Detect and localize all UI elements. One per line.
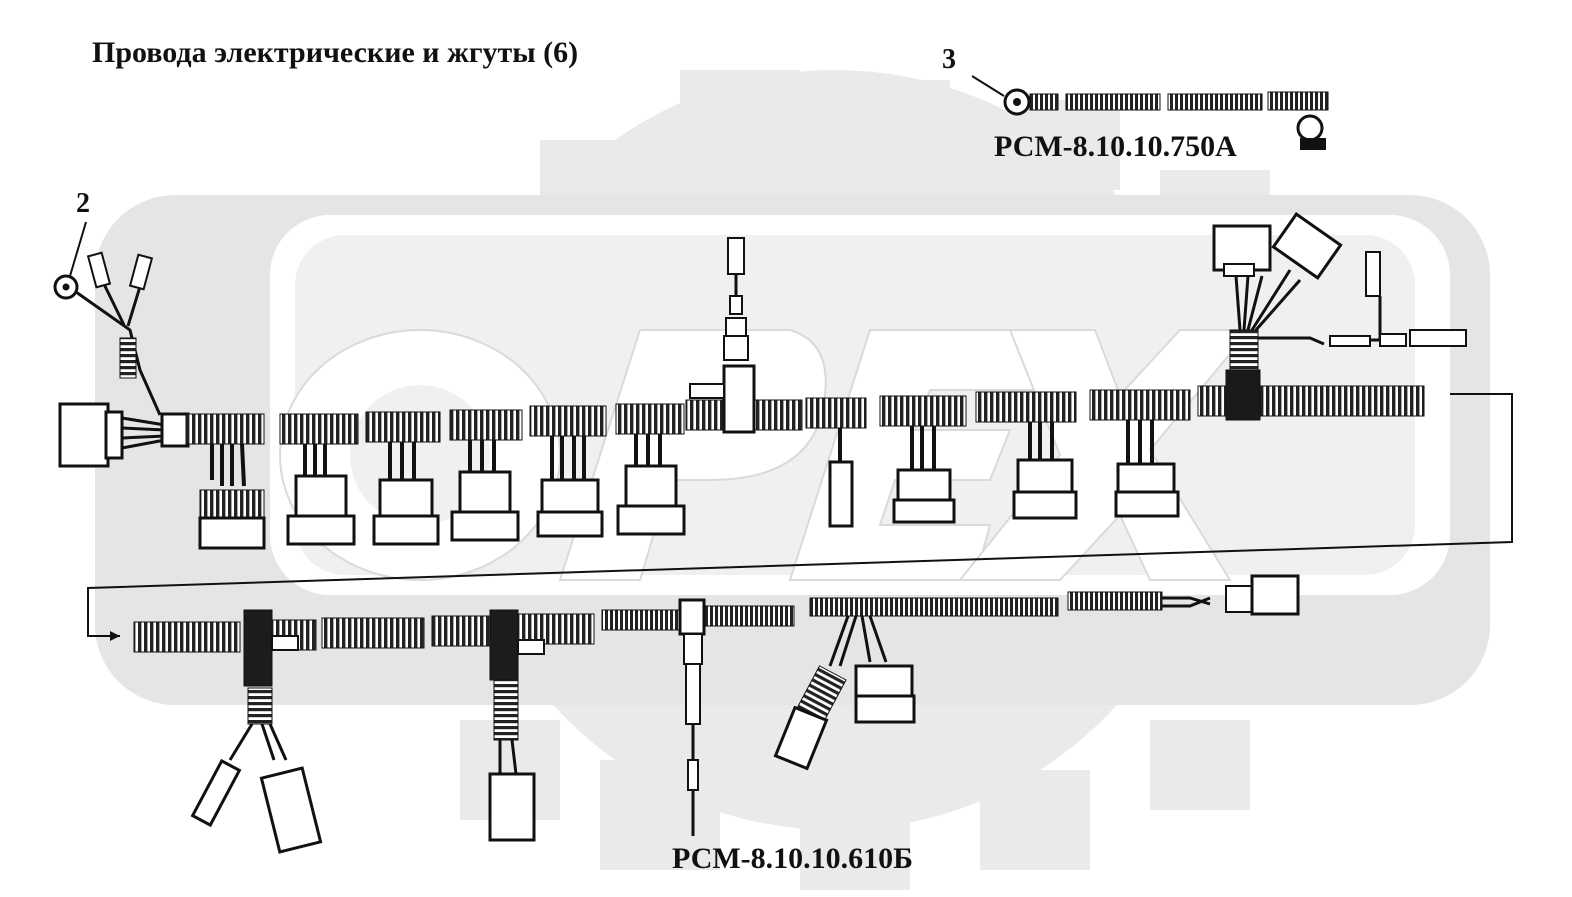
connector-icon (536, 510, 604, 538)
connector-icon (488, 772, 536, 842)
connector-icon (1012, 490, 1078, 520)
connector-icon (198, 516, 266, 550)
harness-part-2 (53, 212, 1513, 854)
connector-icon (854, 694, 916, 724)
pin-terminal-icon (1409, 329, 1467, 347)
pin-terminal-icon (128, 253, 154, 291)
multi-pin-connector-icon (1271, 212, 1343, 280)
pin-terminal-icon (1365, 251, 1381, 297)
connector-icon (616, 504, 686, 536)
end-connector-icon (1250, 574, 1300, 616)
connector-icon (1114, 490, 1180, 518)
connector-icon (450, 510, 520, 542)
drop-connectors-lower (190, 598, 916, 854)
connector-icon (773, 705, 829, 771)
pin-terminal-icon (190, 758, 242, 828)
continuation-line (87, 393, 1513, 637)
connector-icon (892, 498, 956, 524)
callout-leader-2 (69, 221, 87, 277)
ring-terminal-icon (1296, 114, 1324, 142)
connector-icon (828, 460, 854, 528)
connector-icon (286, 514, 356, 546)
tee-junction-icon (678, 598, 706, 636)
connector-icon (259, 766, 323, 854)
harness-part-3 (971, 75, 1329, 150)
drop-connectors-upper (198, 420, 1180, 550)
callout-number-2: 2 (76, 188, 90, 219)
tee-junction-icon (722, 364, 756, 434)
connector-icon (372, 514, 440, 546)
part-number-label-3: РСМ-8.10.10.750А (994, 130, 1237, 163)
pin-terminal-icon (86, 251, 112, 289)
callout-leader-3 (971, 75, 1005, 97)
multi-pin-connector-icon (1212, 224, 1272, 272)
callout-number-3: 3 (942, 44, 956, 75)
part-number-label-2: РСМ-8.10.10.610Б (672, 842, 913, 875)
main-connector-icon (58, 402, 110, 468)
page-title: Провода электрические и жгуты (6) (92, 36, 579, 69)
arrow-icon (110, 631, 120, 641)
